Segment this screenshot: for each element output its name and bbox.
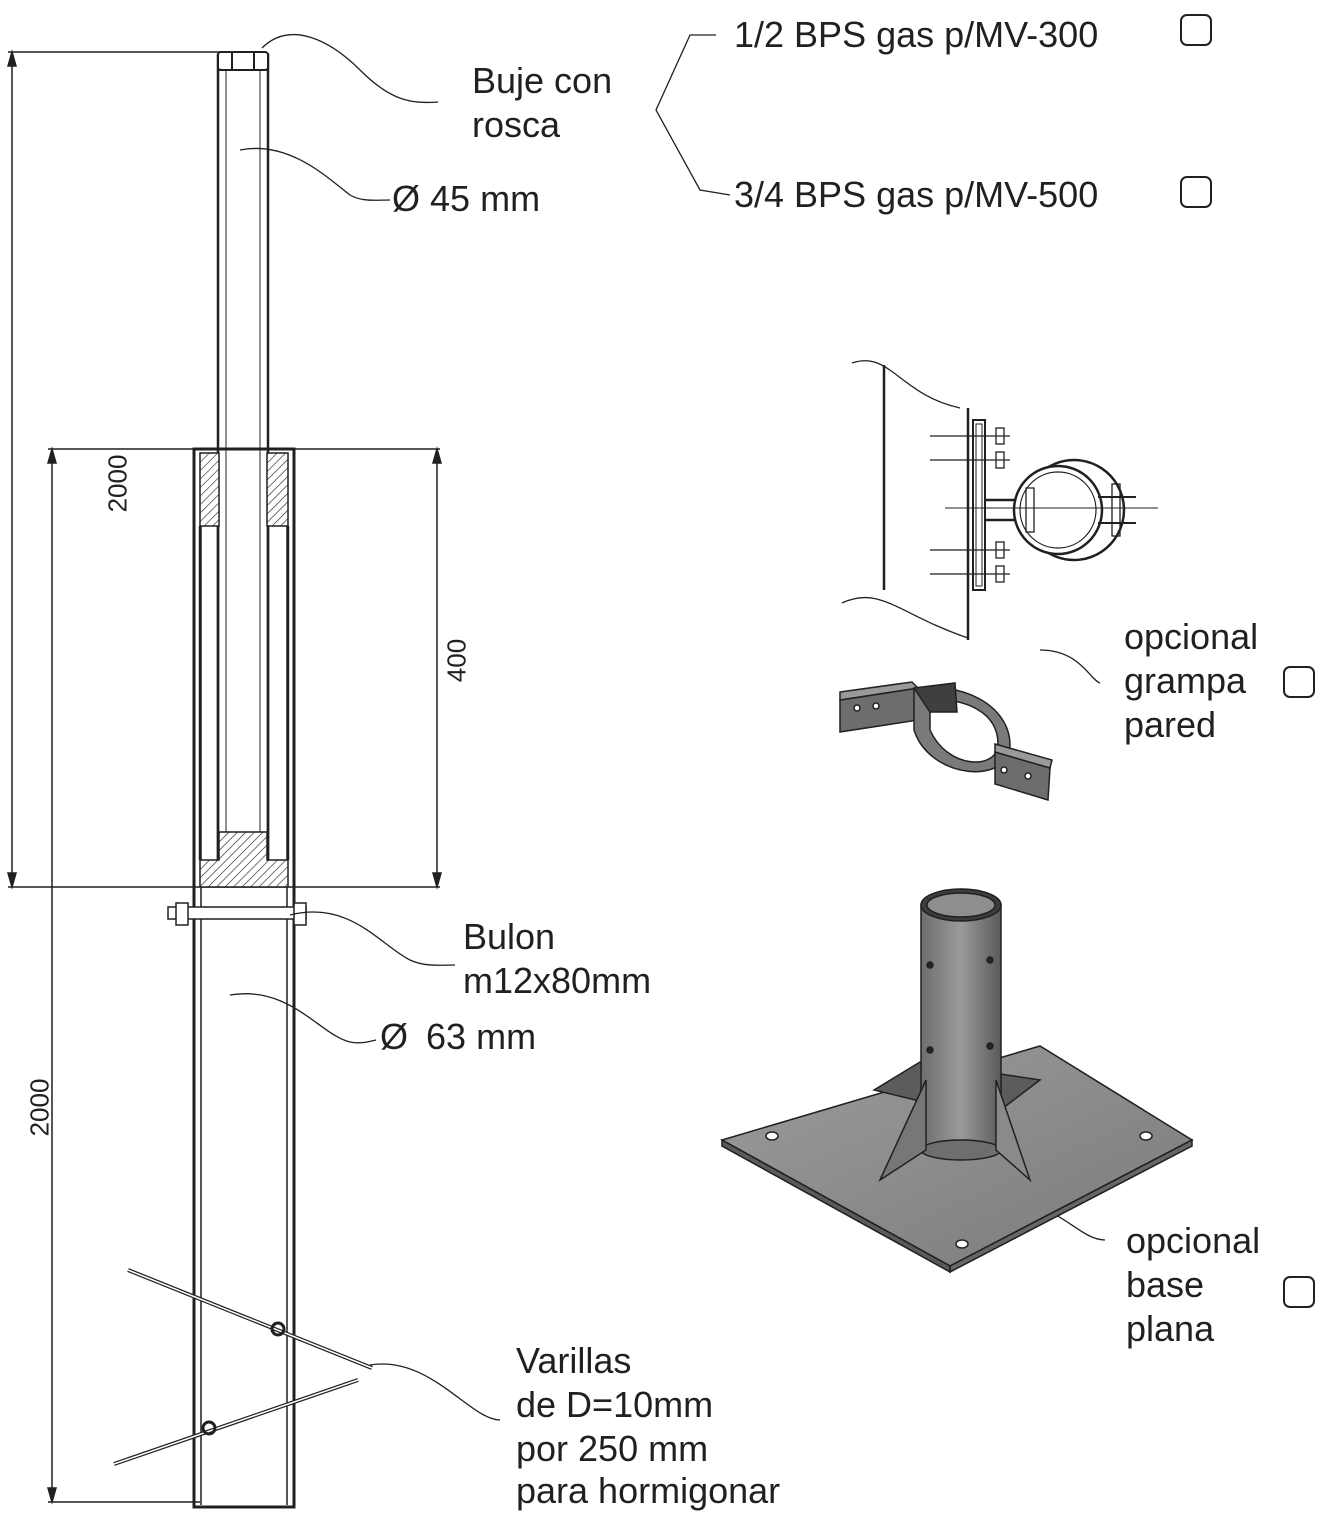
rods-label-line4: para hormigonar [516,1470,781,1511]
flat-base-label-line1: opcional [1126,1220,1261,1261]
diameter-lower-value: 63 mm [426,1016,537,1057]
option-2-checkbox[interactable] [1180,176,1212,208]
diameter-upper-value: 45 mm [430,178,541,219]
rods-label-line3: por 250 mm [516,1428,709,1469]
wall-clamp-3d [839,681,1053,801]
bushing-label-line2: rosca [472,104,561,145]
option-1-label: 1/2 BPS gas p/MV-300 [734,14,1099,55]
rods-label-line2: de D=10mm [516,1384,714,1425]
threaded-bushing [217,51,269,71]
bushing-label-line1: Buje con [472,60,613,101]
diameter-upper-label: Ø 45 mm [392,176,540,221]
flat-base-checkbox[interactable] [1283,1276,1315,1308]
bolt-label-line1: Bulon [463,916,556,957]
wall-clamp-label-line1: opcional [1124,616,1259,657]
diameter-icon: Ø [392,178,421,219]
upper-tube [216,53,270,862]
option-2-label: 3/4 BPS gas p/MV-500 [734,174,1099,215]
rods-label-line1: Varillas [516,1340,632,1381]
diameter-icon: Ø [380,1016,409,1057]
wall-clamp-label-line2: grampa [1124,660,1247,701]
flat-base-3d [720,888,1194,1274]
dimension-overlap-text: 400 [441,638,472,683]
bolt-label-line2: m12x80mm [463,960,652,1001]
bolt [167,902,307,926]
plug-hatching-bottom [199,831,289,888]
option-1-checkbox[interactable] [1180,14,1212,46]
wall-clamp-label-line3: pared [1124,704,1217,745]
dimension-upper-text: 2000 [102,454,133,513]
anchor-rods [113,1268,373,1466]
wall-clamp-checkbox[interactable] [1283,666,1315,698]
diameter-lower-label: Ø 63 mm [380,1014,536,1059]
sleeve-hatching-top [199,452,289,527]
flat-base-label-line2: base [1126,1264,1205,1305]
wall-clamp-section [841,360,1158,640]
dimension-lower-2000 [47,446,200,1505]
flat-base-label-line3: plana [1126,1308,1215,1349]
dimension-lower-text: 2000 [24,1078,55,1137]
